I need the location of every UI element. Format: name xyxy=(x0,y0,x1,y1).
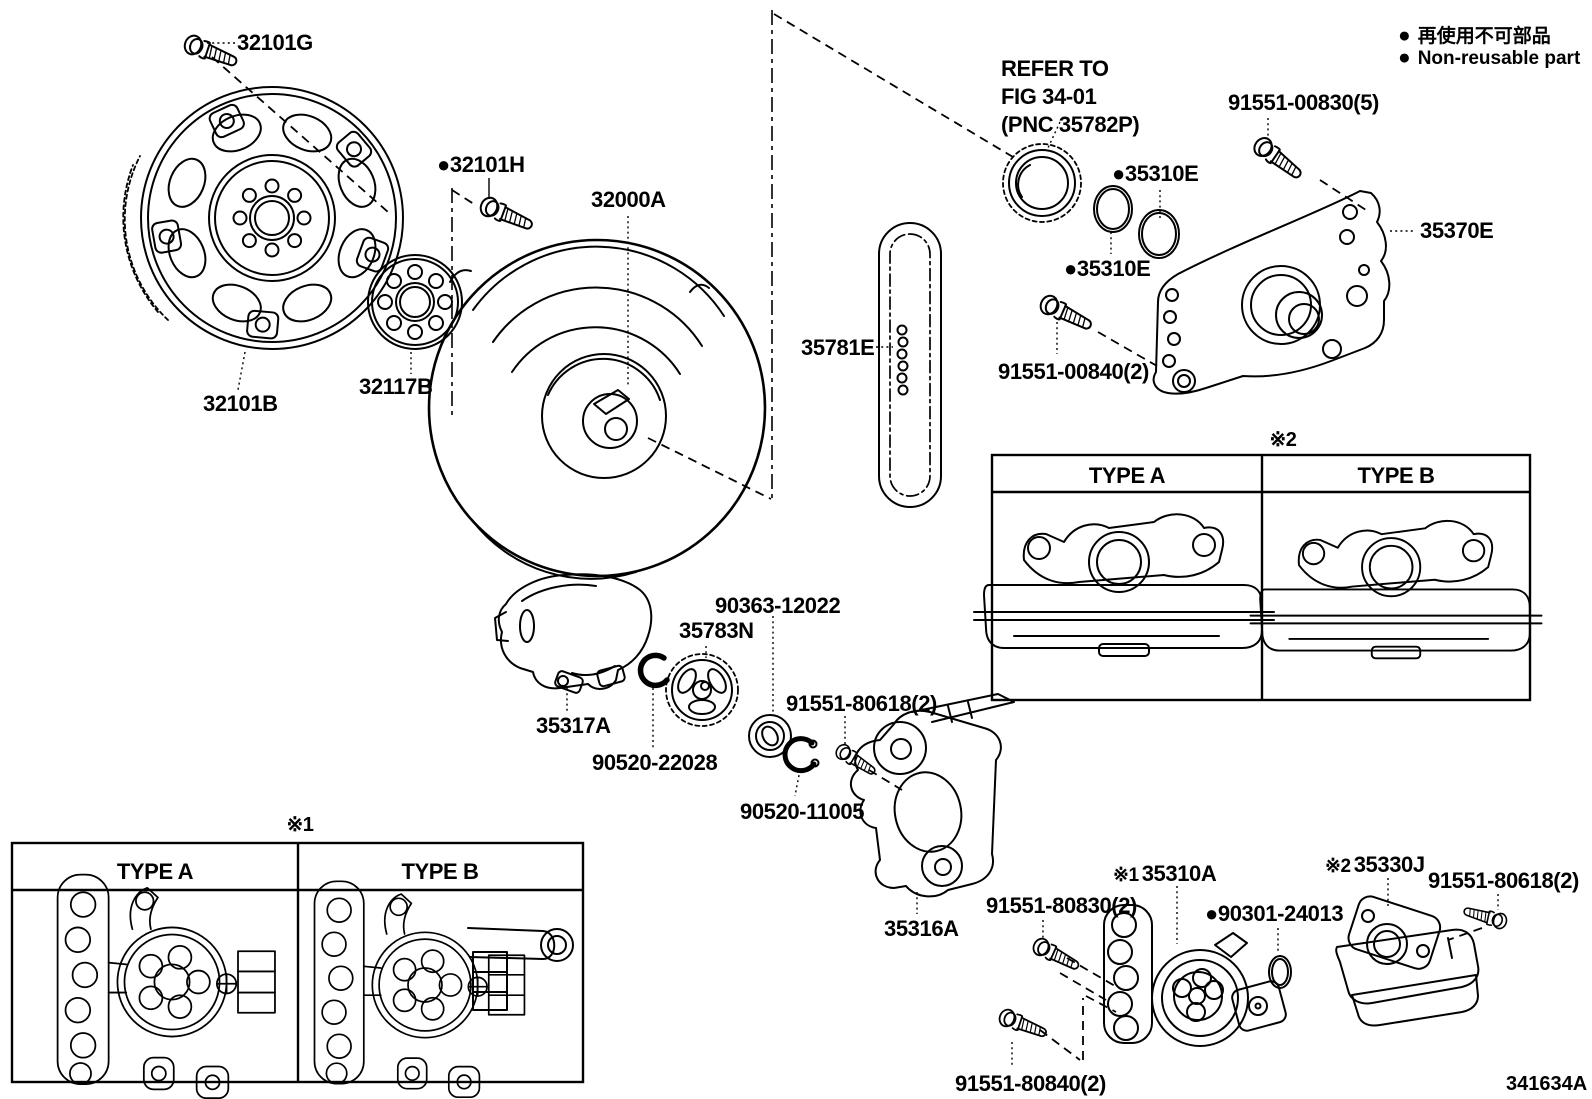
callout-91551-80840: 91551-80840(2) xyxy=(955,1071,1106,1096)
callout-32101H: ●32101H xyxy=(437,152,525,177)
note2-marker: ※2 xyxy=(1269,429,1297,451)
non-reusable-bullet-icon: ● xyxy=(1398,46,1411,69)
torque-converter-art xyxy=(427,238,767,580)
bolt-91551-00840-art xyxy=(1036,291,1096,336)
note1-type-b-header: TYPE B xyxy=(401,859,479,884)
assembly-dashed-lines xyxy=(211,56,1483,1061)
pump-body-art xyxy=(849,693,1015,898)
note2-table-frame xyxy=(990,453,1532,702)
callout-refer-note: REFER TO FIG 34-01 (PNC 35782P) xyxy=(1001,56,1140,137)
note1-type-a-pump-art xyxy=(56,873,276,1099)
oil-pump-art xyxy=(1103,904,1287,1047)
legend-jp-text: 再使用不可部品 xyxy=(1417,26,1551,47)
callout-35783N: 35783N xyxy=(679,618,754,643)
snap-ring-11005-art xyxy=(782,736,820,774)
drive-plate-art xyxy=(122,86,404,350)
o-ring-35310E-art xyxy=(1093,185,1180,259)
callout-35316A: 35316A xyxy=(884,916,959,941)
callout-91551-80830: 91551-80830(2) xyxy=(986,893,1137,918)
snap-ring-22028-art xyxy=(637,652,670,689)
bolt-32101G-art xyxy=(181,32,241,73)
legend-non-reusable-jp: ● 再使用不可部品 xyxy=(1398,21,1551,48)
bolt-32101H-art xyxy=(476,194,537,236)
callout-32117B: 32117B xyxy=(359,374,433,399)
note2-type-a-case-art xyxy=(973,513,1275,657)
note1-marker-ref: ※1 xyxy=(1113,865,1139,886)
bolt-91551-80840-art xyxy=(996,1006,1050,1043)
callout-90520-22028: 90520-22028 xyxy=(592,750,718,775)
leader-lines xyxy=(207,42,1499,1068)
callout-90520-11005: 90520-11005 xyxy=(740,799,865,824)
callout-35310E-a: ●35310E xyxy=(1112,161,1199,186)
callout-90363-12022: 90363-12022 xyxy=(715,593,841,618)
non-reusable-bullet-icon: ● xyxy=(1398,24,1411,47)
callout-35317A: 35317A xyxy=(536,713,611,738)
oil-strainer-art xyxy=(1335,895,1480,1027)
callout-90301-24013: ●90301-24013 xyxy=(1205,901,1344,926)
o-ring-24013-art xyxy=(1268,955,1292,989)
note2-type-b-header: TYPE B xyxy=(1357,463,1435,488)
drive-chain-art xyxy=(878,222,942,508)
driven-sprocket-art xyxy=(665,653,739,727)
callout-91551-80618-b: 91551-80618(2) xyxy=(1428,868,1579,893)
section-divider-lines xyxy=(647,10,1019,500)
callout-35330J-number: 35330J xyxy=(1353,852,1425,877)
figure-code: 341634A xyxy=(1506,1073,1588,1095)
pump-cover-art xyxy=(494,573,653,694)
callout-35310E-b: ●35310E xyxy=(1064,256,1151,281)
callout-32101B: 32101B xyxy=(203,391,278,416)
note1-marker: ※1 xyxy=(286,814,314,836)
oil-seal-art xyxy=(748,714,792,758)
callout-91551-00840: 91551-00840(2) xyxy=(998,359,1149,384)
callout-35370E: 35370E xyxy=(1420,218,1494,243)
note2-type-a-header: TYPE A xyxy=(1088,463,1166,488)
spacer-plate-art xyxy=(367,254,463,350)
callout-91551-00830: 91551-00830(5) xyxy=(1228,90,1379,115)
note2-marker-ref: ※2 xyxy=(1325,856,1351,877)
legend-non-reusable-en: ● Non-reusable part xyxy=(1398,46,1580,70)
legend-en-text: Non-reusable part xyxy=(1417,48,1581,69)
note2-type-b-case-art xyxy=(1249,519,1543,660)
callout-32101G: 32101G xyxy=(237,30,313,55)
bolt-91551-80830-art xyxy=(1029,935,1083,976)
note1-type-b-pump-art xyxy=(313,880,574,1099)
bolt-91551-00830-art xyxy=(1249,133,1307,185)
note1-type-a-header: TYPE A xyxy=(116,859,194,884)
callout-32000A: 32000A xyxy=(591,187,666,212)
drive-sprocket-art xyxy=(1002,143,1082,223)
pump-bracket-art xyxy=(1152,190,1391,395)
bolt-91551-80618b-art xyxy=(1461,902,1510,931)
callout-35310A-number: 35310A xyxy=(1141,861,1217,886)
callout-91551-80618-a: 91551-80618(2) xyxy=(786,691,937,716)
callout-35781E: 35781E xyxy=(801,335,875,360)
